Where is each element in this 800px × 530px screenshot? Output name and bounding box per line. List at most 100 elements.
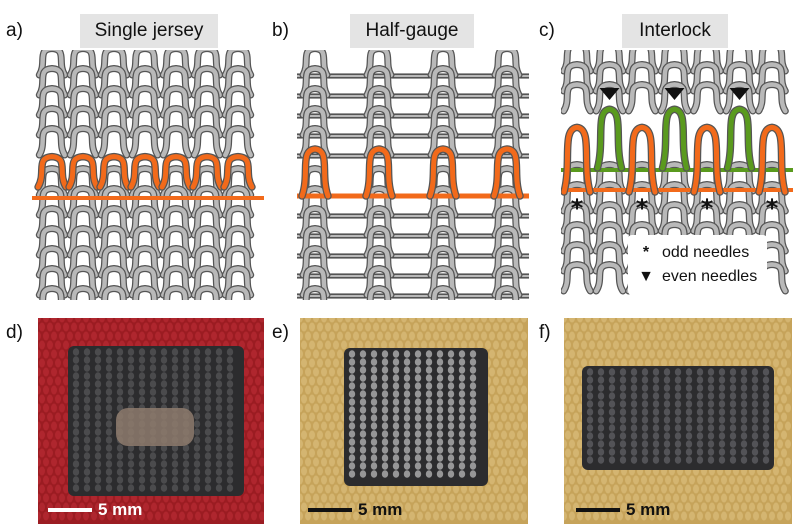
- photo-f-patch-stitch: [707, 424, 715, 432]
- photo-e-texture-stitch: [317, 358, 323, 368]
- photo-f-patch-stitch: [652, 424, 660, 432]
- photo-e-texture-stitch: [381, 340, 387, 350]
- photo-e-texture-stitch: [313, 349, 319, 359]
- photo-f-texture-stitch: [653, 358, 659, 368]
- photo-d-texture-stitch: [99, 511, 105, 521]
- photo-f-texture-stitch: [609, 493, 615, 503]
- photo-e-texture-stitch: [521, 439, 527, 449]
- odd-needle-marker: *: [571, 194, 584, 222]
- stitch-loop: [68, 126, 98, 158]
- photo-d-texture-stitch: [243, 493, 249, 503]
- photo-f-patch-stitch: [729, 424, 737, 432]
- photo-e-texture-stitch: [385, 318, 391, 323]
- photo-d-patch-stitch: [127, 484, 135, 492]
- photo-e-texture-stitch: [349, 322, 355, 332]
- photo-e-patch-stitch: [348, 382, 356, 390]
- photo-f-texture-stitch: [641, 331, 647, 341]
- photo-f-texture-stitch: [564, 367, 567, 377]
- photo-d-patch-stitch: [182, 468, 190, 476]
- photo-f-texture-stitch: [569, 421, 575, 431]
- photo-d-texture-stitch: [43, 457, 49, 467]
- photo-f-texture-stitch: [597, 340, 603, 350]
- photo-e-texture-stitch: [445, 340, 451, 350]
- photo-d-texture-stitch: [251, 439, 257, 449]
- photo-f-texture-stitch: [785, 403, 791, 413]
- photo-d-patch-stitch: [127, 396, 135, 404]
- photo-d-patch-stitch: [105, 356, 113, 364]
- photo-e-texture-stitch: [321, 367, 327, 377]
- photo-e-texture-stitch: [445, 502, 451, 512]
- photo-e-patch-stitch: [469, 390, 477, 398]
- photo-f-texture-stitch: [701, 502, 707, 512]
- stitch-loop: [364, 266, 394, 298]
- photo-f-texture-stitch: [669, 322, 675, 332]
- photo-e-texture-stitch: [300, 475, 303, 485]
- photo-d-texture-stitch: [63, 412, 69, 422]
- photo-f-texture-stitch: [621, 484, 627, 494]
- photo-e-texture-stitch: [333, 412, 339, 422]
- photo-d-texture-stitch: [75, 331, 81, 341]
- photo-e-texture-stitch: [417, 493, 423, 503]
- stitch-loop: [492, 50, 522, 78]
- photo-e-texture-stitch: [421, 340, 427, 350]
- scalebar-e-line: [308, 508, 352, 512]
- stitch-loop: [428, 246, 458, 278]
- photo-f-patch-stitch: [586, 368, 594, 376]
- photo-e-patch-stitch: [414, 398, 422, 406]
- photo-d-texture-stitch: [243, 385, 249, 395]
- photo-d-texture-stitch: [187, 318, 193, 323]
- photo-d-patch-stitch: [116, 356, 124, 364]
- photo-e-patch-stitch: [381, 358, 389, 366]
- photo-f-texture-stitch: [677, 484, 683, 494]
- photo-d-patch-stitch: [83, 364, 91, 372]
- photo-e-patch-stitch: [447, 438, 455, 446]
- photo-e-texture-stitch: [321, 439, 327, 449]
- photo-e-patch-stitch: [436, 374, 444, 382]
- photo-d-texture-stitch: [59, 457, 65, 467]
- photo-e-texture-stitch: [329, 421, 335, 431]
- photo-f-patch-stitch: [729, 456, 737, 464]
- photo-f-patch-stitch: [641, 456, 649, 464]
- half-gauge-diagram: [297, 50, 529, 300]
- photo-d-texture-stitch: [195, 318, 201, 323]
- photo-d-texture-stitch: [243, 457, 249, 467]
- photo-f-patch-stitch: [663, 368, 671, 376]
- photo-d-texture-stitch: [139, 318, 145, 323]
- photo-d-patch-stitch: [215, 468, 223, 476]
- photo-e-texture-stitch: [449, 331, 455, 341]
- photo-e-patch-stitch: [414, 446, 422, 454]
- photo-d-patch-stitch: [94, 364, 102, 372]
- photo-e-texture-stitch: [357, 340, 363, 350]
- photo-e-texture-stitch: [309, 430, 315, 440]
- photo-f-texture-stitch: [665, 318, 671, 323]
- photo-d-patch-stitch: [105, 468, 113, 476]
- photo-e-texture-stitch: [333, 466, 339, 476]
- photo-d-texture-stitch: [235, 331, 241, 341]
- photo-f-texture-stitch: [781, 430, 787, 440]
- photo-f-texture-stitch: [773, 322, 779, 332]
- photo-d-texture-stitch: [175, 502, 181, 512]
- photo-e-patch-stitch: [392, 374, 400, 382]
- photo-f-texture-stitch: [689, 349, 695, 359]
- photo-f-patch-stitch: [751, 416, 759, 424]
- photo-e-patch-stitch: [414, 430, 422, 438]
- photo-d-texture-stitch: [123, 511, 129, 521]
- photo-d-texture-stitch: [163, 318, 169, 323]
- photo-f-patch-stitch: [718, 456, 726, 464]
- photo-f-patch-stitch: [663, 424, 671, 432]
- photo-d-patch-stitch: [226, 372, 234, 380]
- photo-d-texture-stitch: [207, 322, 213, 332]
- photo-e-texture-stitch: [325, 448, 331, 458]
- photo-e-texture-stitch: [317, 394, 323, 404]
- photo-f-texture-stitch: [745, 349, 751, 359]
- photo-f-texture-stitch: [641, 475, 647, 485]
- photo-d-texture-stitch: [55, 322, 61, 332]
- photo-d-texture-stitch: [211, 318, 217, 323]
- photo-e-texture-stitch: [489, 475, 495, 485]
- stitch-loop: [99, 186, 129, 218]
- photo-d-patch-stitch: [193, 484, 201, 492]
- stitch-loop: [428, 186, 458, 218]
- photo-e-texture-stitch: [517, 412, 523, 422]
- photo-e-patch-stitch: [447, 470, 455, 478]
- photo-f-texture-stitch: [569, 457, 575, 467]
